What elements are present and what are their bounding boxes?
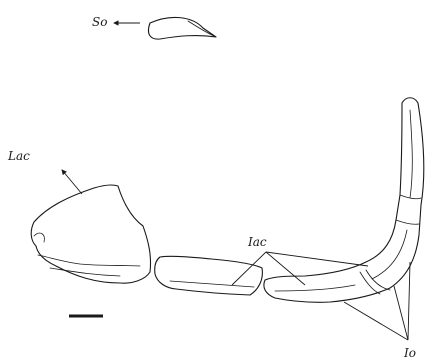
supraorbital-bone — [148, 17, 216, 39]
leader-line-iac-3 — [266, 252, 368, 266]
lacrimal-bone — [31, 185, 150, 283]
leader-line-io-3 — [408, 262, 410, 340]
label-so-text: So — [92, 15, 107, 29]
leader-line-io-1 — [344, 302, 408, 340]
label-io: Io — [344, 262, 416, 359]
label-lac-text: Lac — [7, 149, 30, 163]
label-io-text: Io — [403, 346, 416, 359]
label-iac: Iac — [232, 235, 368, 285]
anterior-infraorbital-bone — [155, 256, 263, 295]
infraorbital-series — [264, 98, 424, 303]
leader-line-io-2 — [394, 286, 408, 340]
label-iac-text: Iac — [247, 235, 267, 249]
label-so: So — [92, 15, 140, 29]
leader-line-lac — [62, 170, 82, 194]
label-lac: Lac — [7, 149, 82, 194]
